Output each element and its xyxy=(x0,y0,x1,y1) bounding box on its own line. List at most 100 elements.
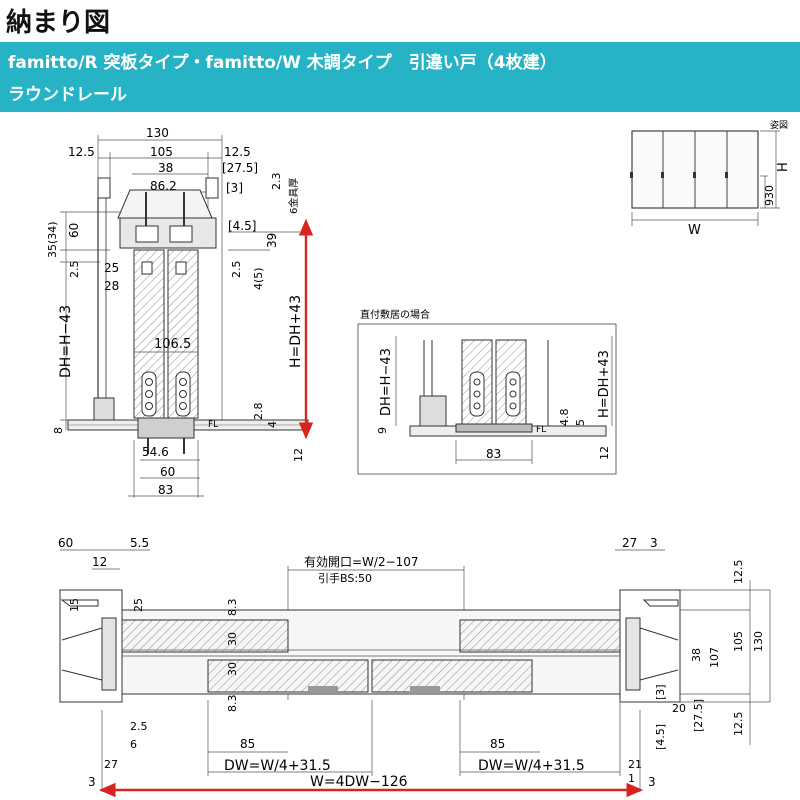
dim-12: 12 xyxy=(292,448,305,462)
dim-35-34: 35(34) xyxy=(46,221,59,258)
dim-54-6: 54.6 xyxy=(142,445,169,459)
plan-60: 60 xyxy=(58,536,73,550)
lower-rail xyxy=(137,417,195,439)
head-jamb-right xyxy=(205,177,219,199)
plan-section: 60 5.5 12 27 3 有効開口=W/2−107 引手BS:50 xyxy=(58,536,771,798)
banner-rail-type: ラウンドレール xyxy=(8,85,127,105)
handle-mark xyxy=(630,172,633,178)
direct-9: 9 xyxy=(376,427,389,434)
plan-2-5: 2.5 xyxy=(130,720,148,733)
direct-dh: DH=H−43 xyxy=(379,348,394,416)
dim-8: 8 xyxy=(52,427,65,434)
dim-3: [3] xyxy=(226,181,243,195)
dim-60-bottom: 60 xyxy=(160,465,175,479)
dim-28: 28 xyxy=(104,279,119,293)
dim-106-5: 106.5 xyxy=(154,337,191,352)
plan-105: 105 xyxy=(732,631,745,652)
plan-27-bottom: 27 xyxy=(104,758,118,771)
elevation-930-label: 930 xyxy=(763,185,776,206)
dim-83: 83 xyxy=(158,483,173,497)
plan-panel-2 xyxy=(207,659,369,693)
plan-30-a: 30 xyxy=(226,632,239,646)
dw-right: DW=W/4+31.5 xyxy=(478,758,585,774)
direct-4-8: 4.8 xyxy=(558,409,571,427)
plan-6: 6 xyxy=(130,738,137,751)
plan-3-left: 3 xyxy=(88,775,96,789)
dim-h: H=DH+43 xyxy=(288,295,304,368)
plan-12-5-bottom: 12.5 xyxy=(732,712,745,737)
elevation-h-label: H xyxy=(776,162,791,172)
direct-mount-detail: 直付敷居の場合 DH=H−43 FL 9 4.8 5 H=DH+43 83 12 xyxy=(357,308,617,475)
plan-21: 21 xyxy=(628,758,642,771)
head-jamb-left xyxy=(97,177,111,199)
dim-38: 38 xyxy=(158,161,173,175)
dim-2-5-left: 2.5 xyxy=(68,261,81,279)
dim-130: 130 xyxy=(146,126,169,140)
plan-12: 12 xyxy=(92,555,107,569)
plan-130: 130 xyxy=(752,631,765,652)
direct-fl: FL xyxy=(536,425,546,435)
banner-product-line: famitto/R 突板タイプ・famitto/W 木調タイプ 引違い戸（4枚建… xyxy=(8,53,557,73)
dim-60: 60 xyxy=(67,223,81,238)
plan-85-right: 85 xyxy=(490,737,505,751)
handle-mark xyxy=(693,172,696,178)
dim-2-8: 2.8 xyxy=(252,403,265,421)
handle-mark xyxy=(725,172,728,178)
dim-kanagu: 6金具厚 xyxy=(287,178,300,214)
plan-panel-3 xyxy=(371,659,533,693)
product-banner: famitto/R 突板タイプ・famitto/W 木調タイプ 引違い戸（4枚建… xyxy=(0,42,800,112)
dim-12-5-right: 12.5 xyxy=(224,145,251,159)
plan-38: 38 xyxy=(690,648,703,662)
upper-rail xyxy=(119,217,217,249)
plan-5-5: 5.5 xyxy=(130,536,149,550)
upper-roller-b xyxy=(169,225,193,243)
plan-panel-4 xyxy=(459,619,621,653)
elevation-view: 姿図 H 930 W xyxy=(630,119,791,238)
plan-4-5: [4.5] xyxy=(654,724,667,750)
dim-dh: DH=H−43 xyxy=(58,305,74,378)
plan-3: 3 xyxy=(650,536,658,550)
dim-4: 4 xyxy=(266,421,279,428)
plan-3-bracket: [3] xyxy=(654,684,667,700)
dim-25: 25 xyxy=(104,261,119,275)
head-frame xyxy=(117,189,213,219)
dim-4-5: [4.5] xyxy=(228,219,256,233)
plan-1: 1 xyxy=(628,772,635,785)
jamb-foot xyxy=(93,397,115,421)
direct-12: 12 xyxy=(598,446,611,460)
dim-2-3: 2.3 xyxy=(270,173,283,191)
upper-roller-a xyxy=(135,225,159,243)
width-formula: W=4DW−126 xyxy=(310,774,408,790)
direct-83: 83 xyxy=(486,447,501,461)
elevation-w-label: W xyxy=(688,223,701,238)
dim-27-5: [27.5] xyxy=(222,161,258,175)
dim-4-5p: 4(5) xyxy=(252,267,265,290)
plan-8-3-bottom: 8.3 xyxy=(226,695,239,713)
plan-3-right: 3 xyxy=(648,775,656,789)
plan-27: 27 xyxy=(622,536,637,550)
elevation-label: 姿図 xyxy=(770,119,788,131)
plan-12-5-top: 12.5 xyxy=(732,560,745,585)
handle-mark xyxy=(661,172,664,178)
dw-left: DW=W/4+31.5 xyxy=(224,758,331,774)
plan-8-3-top: 8.3 xyxy=(226,599,239,617)
plan-85-left: 85 xyxy=(240,737,255,751)
direct-h: H=DH+43 xyxy=(597,350,612,418)
plan-25: 25 xyxy=(132,598,145,612)
effective-opening: 有効開口=W/2−107 xyxy=(304,554,419,569)
direct-5: 5 xyxy=(574,419,587,426)
vertical-section: 130 12.5 105 12.5 38 [27.5] 86.2 [3] 2.3… xyxy=(46,126,314,498)
dim-2-5-right: 2.5 xyxy=(230,261,243,279)
pull-bs: 引手BS:50 xyxy=(318,571,372,585)
plan-20: 20 xyxy=(672,702,686,715)
plan-27-5: [27.5] xyxy=(692,699,705,732)
page-title: 納まり図 xyxy=(6,8,111,38)
dim-105: 105 xyxy=(150,145,173,159)
dim-39: 39 xyxy=(265,233,279,248)
plan-30-b: 30 xyxy=(226,662,239,676)
plan-107: 107 xyxy=(708,647,721,668)
detail-frame xyxy=(357,323,617,475)
plan-15: 15 xyxy=(68,598,81,612)
plan-panel-1 xyxy=(121,619,289,653)
